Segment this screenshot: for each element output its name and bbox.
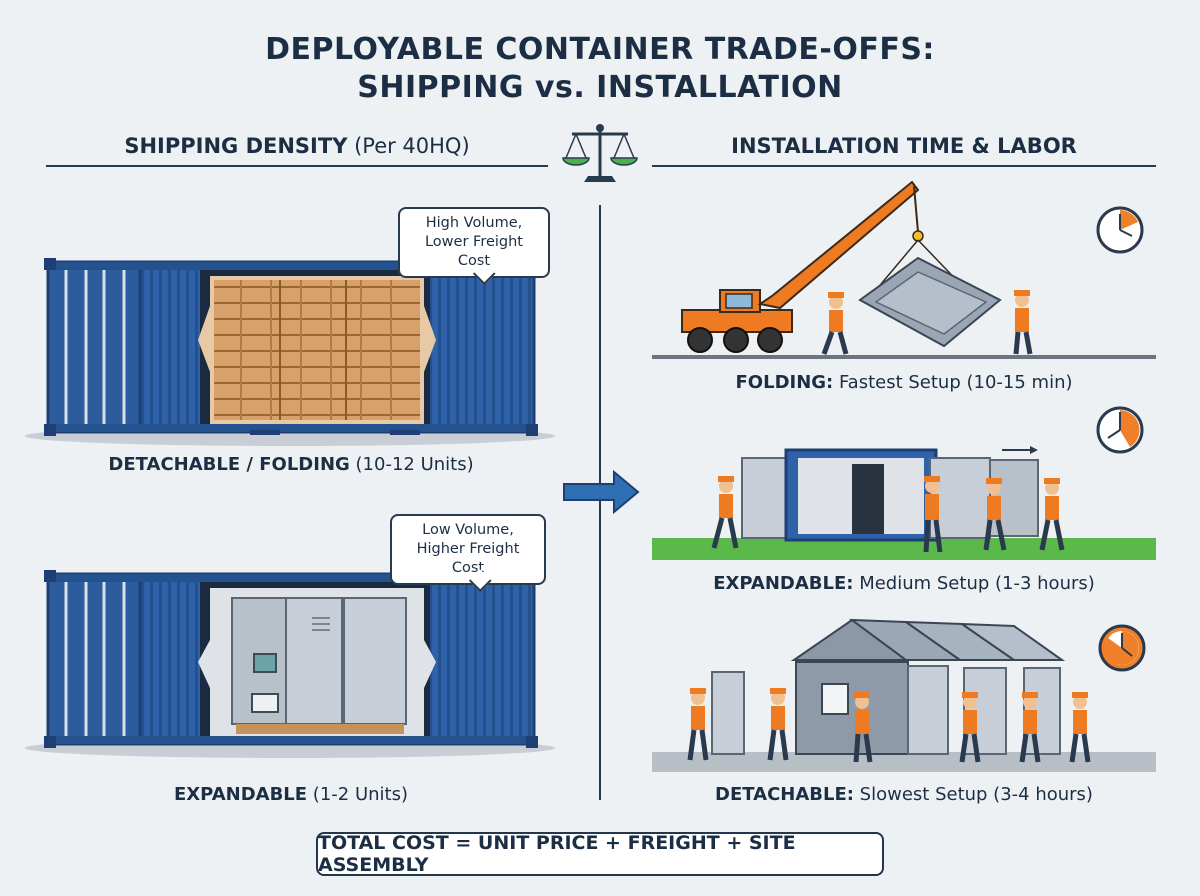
detachable-scene (652, 618, 1156, 772)
title-line-1: DEPLOYABLE CONTAINER TRADE-OFFS: (265, 32, 935, 67)
left-heading-bold: SHIPPING DENSITY (124, 134, 348, 158)
balance-scale-icon (562, 124, 638, 182)
container-icon-expandable (25, 570, 555, 758)
clock-icon-fast (1096, 206, 1144, 254)
left-section-heading: SHIPPING DENSITY (Per 40HQ) (46, 134, 548, 158)
folding-caption-rest: (10-12 Units) (349, 454, 474, 475)
folding-freight-bubble: High Volume, Lower Freight Cost (398, 207, 550, 278)
expandable-caption-rest: (1-2 Units) (307, 784, 408, 805)
detachable-setup-caption: DETACHABLE: Slowest Setup (3-4 hours) (652, 784, 1156, 805)
worker-icon-5 (983, 478, 1007, 551)
folding-setup-rest: Fastest Setup (10-15 min) (833, 372, 1073, 393)
folding-bubble-line2: Lower Freight Cost (424, 234, 523, 269)
title-line-2: SHIPPING vs. INSTALLATION (357, 70, 843, 105)
worker-icon-10 (959, 692, 981, 763)
total-cost-formula: TOTAL COST = UNIT PRICE + FREIGHT + SITE… (316, 832, 884, 876)
worker-icon-8 (767, 688, 789, 761)
clock-icon-slow (1098, 624, 1146, 672)
worker-icon-11 (1019, 692, 1041, 763)
detachable-setup-bold: DETACHABLE: (715, 784, 854, 805)
worker-icon-7 (687, 688, 709, 761)
right-section-heading: INSTALLATION TIME & LABOR (731, 134, 1077, 158)
worker-icon-9 (853, 692, 873, 763)
crane-scene (652, 180, 1156, 359)
expandable-capacity-caption: EXPANDABLE (1-2 Units) (46, 784, 536, 805)
detachable-setup-rest: Slowest Setup (3-4 hours) (853, 784, 1093, 805)
worker-icon-4 (923, 476, 943, 553)
expandable-setup-bold: EXPANDABLE: (713, 573, 854, 594)
arrow-right-icon (563, 469, 640, 515)
worker-icon-1 (821, 292, 849, 355)
worker-icon-2 (1013, 290, 1033, 355)
crane-icon (681, 180, 924, 353)
worker-icon-6 (1039, 478, 1065, 551)
expandable-setup-rest: Medium Setup (1-3 hours) (853, 573, 1095, 594)
folding-bubble-line1: High Volume, (425, 215, 523, 231)
expandable-bubble-line2: Higher Freight Cost (416, 541, 520, 576)
worker-icon-3 (711, 476, 739, 549)
expandable-scene (652, 406, 1156, 560)
folding-caption-bold: DETACHABLE / FOLDING (108, 454, 350, 475)
folding-capacity-caption: DETACHABLE / FOLDING (10-12 Units) (46, 454, 536, 475)
expandable-freight-bubble: Low Volume, Higher Freight Cost (390, 514, 546, 585)
folding-setup-caption: FOLDING: Fastest Setup (10-15 min) (652, 372, 1156, 393)
container-icon-folding (25, 258, 555, 446)
left-heading-rest: (Per 40HQ) (347, 134, 470, 158)
worker-icon-12 (1069, 692, 1091, 763)
clock-icon-medium (1096, 406, 1144, 454)
expandable-setup-caption: EXPANDABLE: Medium Setup (1-3 hours) (652, 573, 1156, 594)
folding-setup-bold: FOLDING: (735, 372, 834, 393)
expandable-bubble-line1: Low Volume, (422, 522, 514, 538)
expandable-caption-bold: EXPANDABLE (174, 784, 308, 805)
